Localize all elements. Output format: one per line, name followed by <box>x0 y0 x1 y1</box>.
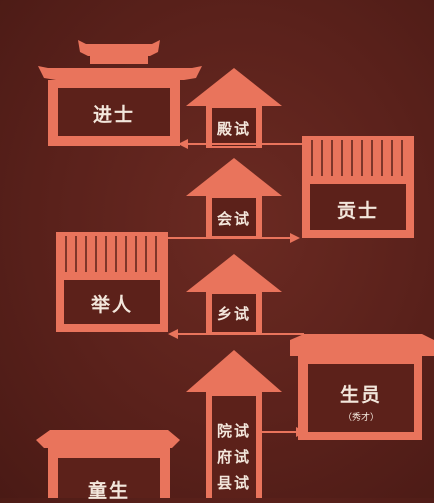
exam-yuanshi-label: 院试 <box>216 422 251 440</box>
rank-shengyuan-label: 生员 <box>339 384 382 406</box>
gongshi-building-shape <box>302 136 414 238</box>
rank-tongsheng-label: 童生 <box>87 480 130 502</box>
arrow-left-head-1 <box>178 139 188 149</box>
rank-juren-label: 举人 <box>90 294 133 316</box>
exam-dianshi-label: 殿试 <box>216 120 251 138</box>
rank-gongshi-label: 贡士 <box>336 200 379 222</box>
huishi-arrow-shape <box>186 158 282 238</box>
dianshi-arrow-shape <box>186 68 282 148</box>
shengyuan-panel <box>308 364 414 432</box>
exam-xianshi-label: 县试 <box>216 474 251 492</box>
county-exams-arrow-shape <box>186 350 282 498</box>
xiangshi-arrow-shape <box>186 254 282 334</box>
rank-jinshi-label: 进士 <box>92 104 135 126</box>
exam-fushi-label: 府试 <box>216 448 251 466</box>
tongsheng-panel <box>58 458 160 498</box>
jinshi-panel <box>58 88 170 136</box>
arrow-right-head-1 <box>290 233 300 243</box>
rank-shengyuan-note: （秀才） <box>342 413 379 423</box>
arrow-left-head-2 <box>168 329 178 339</box>
exam-huishi-label: 会试 <box>216 210 251 228</box>
juren-building-shape <box>56 232 168 332</box>
arrow-right-head-2 <box>296 427 306 437</box>
exam-xiangshi-label: 乡试 <box>216 305 251 323</box>
